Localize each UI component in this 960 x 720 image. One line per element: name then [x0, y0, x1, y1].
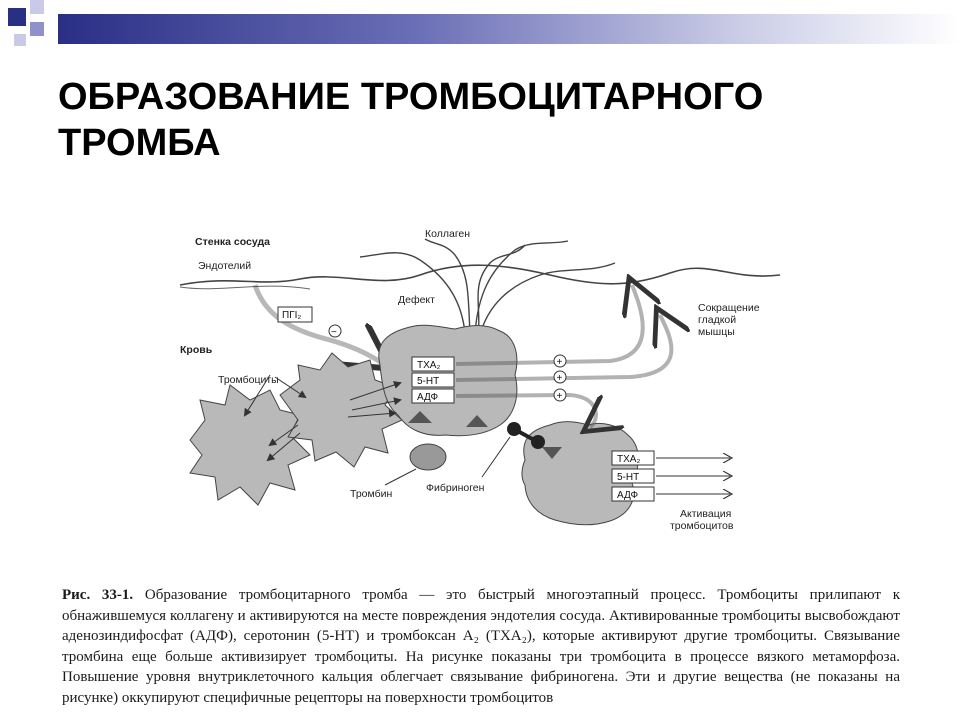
adp-box-right	[611, 486, 655, 502]
fibrinogen-label: Фибриноген	[426, 482, 485, 494]
header-decoration	[0, 0, 960, 50]
serotonin-box-right	[611, 468, 655, 484]
plus-label: +	[557, 357, 563, 368]
serotonin-label-adherent: 5-HT	[417, 376, 439, 387]
caption-text: Образование тромбоцитарного тромба — это…	[62, 587, 900, 706]
figure-caption: Рис. 33-1. Образование тромбоцитарного т…	[62, 585, 900, 708]
smooth-muscle-label-3: мышцы	[698, 326, 735, 338]
platelet-left	[189, 384, 311, 506]
release-arrows	[455, 285, 671, 427]
minus-sign: −	[331, 327, 337, 338]
inhibition-sign	[328, 324, 342, 338]
thrombin-pointer	[384, 468, 417, 486]
deco-square-light	[30, 22, 44, 36]
adp-label-right: АДФ	[617, 490, 639, 501]
caption-lead: Рис. 33-1.	[62, 587, 134, 603]
plus-sign	[553, 388, 567, 402]
txa2-label-right: TXA₂	[617, 454, 640, 465]
adp-label-adherent: АДФ	[417, 392, 439, 403]
pgi2-box	[277, 306, 313, 323]
pgi2-label: ПГI₂	[282, 310, 301, 321]
txa2-label-adherent: TXA₂	[417, 360, 440, 371]
receptor-mark	[408, 411, 432, 423]
collagen-label: Коллаген	[425, 228, 470, 240]
serotonin-label-right: 5-HT	[617, 472, 639, 483]
plus-label: +	[557, 373, 563, 384]
defect-label: Дефект	[398, 294, 435, 306]
pgi2-arrow	[252, 284, 382, 363]
thrombus-formation-diagram: Стенка сосуда Эндотелий Коллаген Дефект …	[179, 228, 781, 532]
adp-box-adherent	[411, 388, 455, 404]
activation-label-2: тромбоцитов	[670, 520, 734, 532]
endothelium-label: Эндотелий	[198, 260, 251, 272]
fibrinogen-pointer	[481, 436, 511, 478]
plus-label: +	[557, 391, 563, 402]
txa2-box-adherent	[411, 356, 455, 372]
thrombin-molecule	[409, 443, 447, 471]
plus-sign	[553, 370, 567, 384]
txa2-box-right	[611, 450, 655, 466]
blood-label: Кровь	[180, 344, 213, 356]
receptor-mark	[542, 447, 562, 459]
fibrinogen-molecule	[507, 422, 545, 449]
smooth-muscle-label-1: Сокращение	[698, 302, 760, 314]
activation-arrows	[656, 458, 730, 494]
slide-title: ОБРАЗОВАНИЕ ТРОМБОЦИТАРНОГО ТРОМБА	[58, 76, 764, 164]
header-gradient-bar	[58, 14, 960, 44]
collagen-fibers	[359, 238, 616, 336]
deco-square-dark	[8, 8, 26, 26]
receptor-mark	[466, 415, 488, 427]
endothelium-line	[179, 285, 311, 290]
vessel-wall-label: Стенка сосуда	[195, 236, 270, 248]
deco-square-light	[30, 0, 44, 14]
plus-sign	[553, 354, 567, 368]
vessel-wall-line	[179, 264, 781, 286]
platelets-label: Тромбоциты	[218, 374, 279, 386]
smooth-muscle-label-2: гладкой	[698, 314, 736, 326]
platelet-interaction-arrows	[243, 374, 402, 462]
thrombin-label: Тромбин	[350, 488, 392, 500]
activation-label-1: Активация	[680, 508, 731, 520]
deco-square-light	[14, 34, 26, 46]
serotonin-box-adherent	[411, 372, 455, 388]
